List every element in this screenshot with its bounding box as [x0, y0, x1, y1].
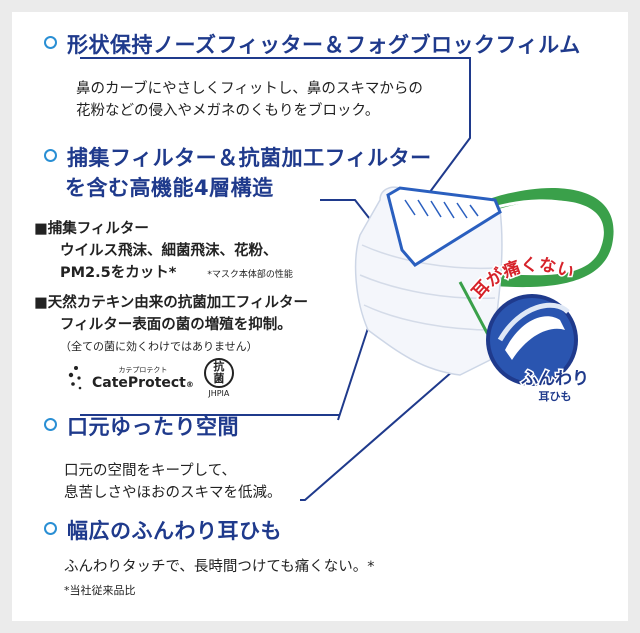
section-1-body: 鼻のカーブにやさしくフィットし、鼻のスキマからの 花粉などの侵入やメガネのくもり… — [76, 81, 423, 119]
bullet-circle-icon — [44, 522, 57, 535]
section-1-heading: 形状保持ノーズフィッター＆フォグブロックフィルム — [44, 30, 581, 60]
section-4-body: ふんわりタッチで、長時間つけても痛くない。* — [64, 559, 375, 575]
item-antibacterial-title: ■天然カテキン由来の抗菌加工フィルター — [34, 295, 308, 311]
soft-loop-callout — [486, 294, 578, 386]
item-filter-title: ■捕集フィルター — [34, 221, 149, 237]
bullet-circle-icon — [44, 418, 57, 431]
jhpia-antibacterial-logo: 抗 菌 JHPIA — [203, 358, 234, 398]
section-3-body: 口元の空間をキープして、 息苦しさやほおのスキマを低減。 — [64, 463, 282, 501]
section-2-heading: 捕集フィルター＆抗菌加工フィルター を含む高機能4層構造 — [44, 143, 432, 203]
section-4-heading: 幅広のふんわり耳ひも — [44, 516, 282, 546]
section-2-items: ■捕集フィルター ウイルス飛沫、細菌飛沫、花粉、 PM2.5をカット* *マスク… — [34, 218, 308, 354]
antibacterial-mark-icon: 抗 菌 — [203, 358, 234, 388]
soft-label: ふんわり — [521, 369, 589, 388]
bullet-circle-icon — [44, 36, 57, 49]
section-3-heading: 口元ゆったり空間 — [44, 412, 239, 442]
bullet-circle-icon — [44, 149, 57, 162]
leader-lines — [80, 57, 501, 501]
section-4-note: *当社従来品比 — [64, 584, 136, 597]
certification-logos: カテプロテクト CateProtect® 抗 菌 JHPIA — [64, 358, 234, 398]
sparkle-icon — [68, 366, 82, 390]
cateprotect-logo: カテプロテクト CateProtect® — [64, 363, 194, 393]
soft-sub-label: 耳ひも — [539, 390, 572, 403]
